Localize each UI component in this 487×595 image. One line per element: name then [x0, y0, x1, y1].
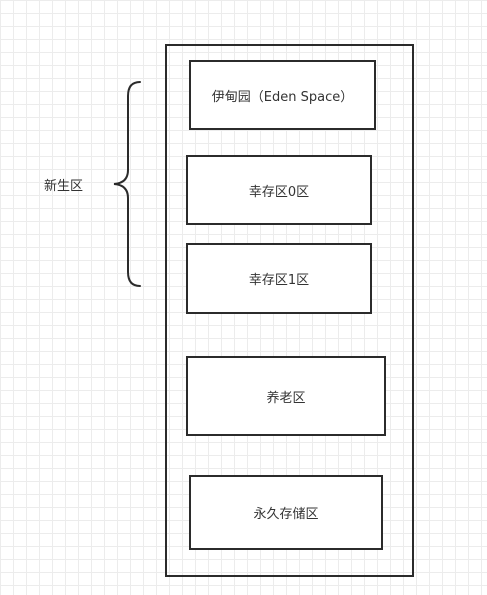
survivor-1-label: 幸存区1区 — [248, 273, 310, 288]
old-generation-box: 养老区 — [186, 356, 386, 436]
young-generation-label: 新生区 — [44, 179, 84, 194]
old-generation-label: 养老区 — [266, 390, 306, 406]
permanent-generation-box: 永久存储区 — [189, 475, 383, 550]
survivor-0-label: 幸存区0区 — [248, 184, 310, 200]
survivor-1-box: 幸存区1区 — [186, 243, 372, 314]
eden-space-label: 伊甸园（Eden Space） — [211, 89, 354, 105]
heap-frame — [165, 44, 414, 577]
curly-brace — [113, 81, 141, 287]
survivor-0-box: 幸存区0区 — [186, 155, 372, 225]
eden-space-box: 伊甸园（Eden Space） — [189, 60, 376, 130]
permanent-generation-label: 永久存储区 — [253, 507, 319, 522]
